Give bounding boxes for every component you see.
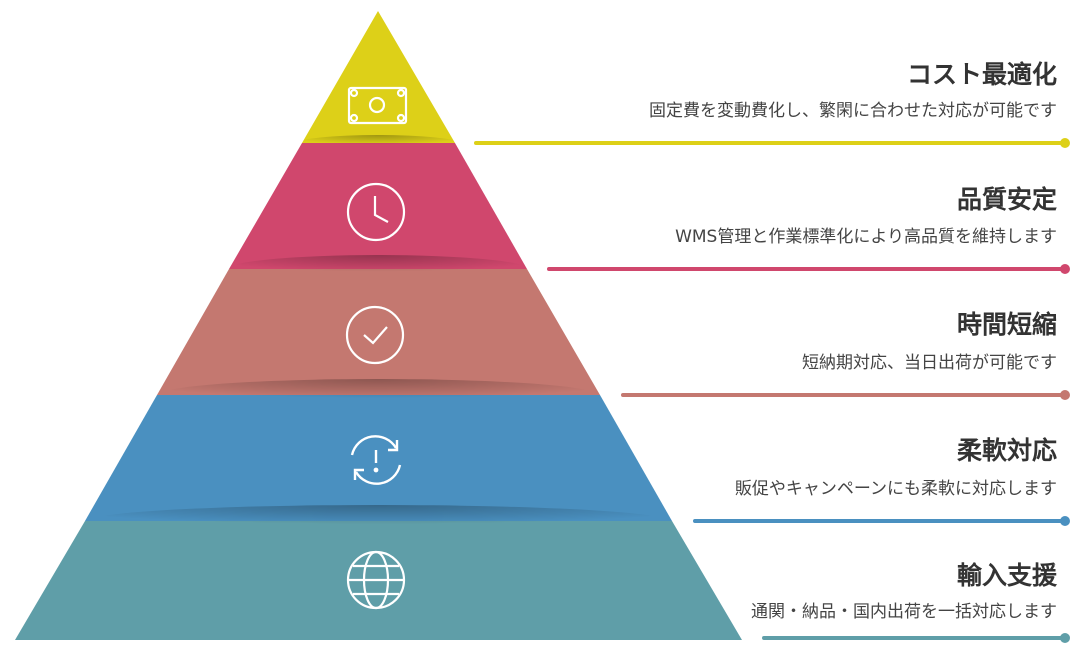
money-bill-icon [347,86,408,125]
pyramid-level-4 [85,395,672,521]
level-5-title: 輸入支援 [956,561,1057,590]
connector-line-3 [621,393,1066,397]
pyramid-level-1 [302,11,455,143]
connector-line-2 [547,267,1066,271]
level-5-description: 通関・納品・国内出荷を一括対応します [751,602,1057,622]
clock-icon [346,182,406,242]
level-3-description: 短納期対応、当日出荷が可能です [802,353,1057,373]
level-4-title: 柔軟対応 [956,436,1057,465]
connector-dot-5 [1060,633,1070,643]
connector-dot-3 [1060,390,1070,400]
level-1-description: 固定費を変動費化し、繁閑に合わせた対応が可能です [649,101,1057,121]
pyramid-level-3 [157,269,600,395]
connector-line-4 [693,519,1066,523]
refresh-alert-icon [350,435,402,485]
level-3-title: 時間短縮 [956,310,1057,339]
connector-line-5 [762,636,1066,640]
level-4-description: 販促やキャンペーンにも柔軟に対応します [734,479,1057,499]
pyramid-level-2 [229,143,527,269]
level-2-description: WMS管理と作業標準化により高品質を維持します [675,227,1057,247]
globe-icon [346,550,406,610]
level-2-title: 品質安定 [956,185,1057,214]
connector-dot-4 [1060,516,1070,526]
connector-dot-1 [1060,138,1070,148]
connector-dot-2 [1060,264,1070,274]
level-1-title: コスト最適化 [906,60,1057,89]
connector-line-1 [474,141,1066,145]
check-circle-icon [345,305,405,365]
